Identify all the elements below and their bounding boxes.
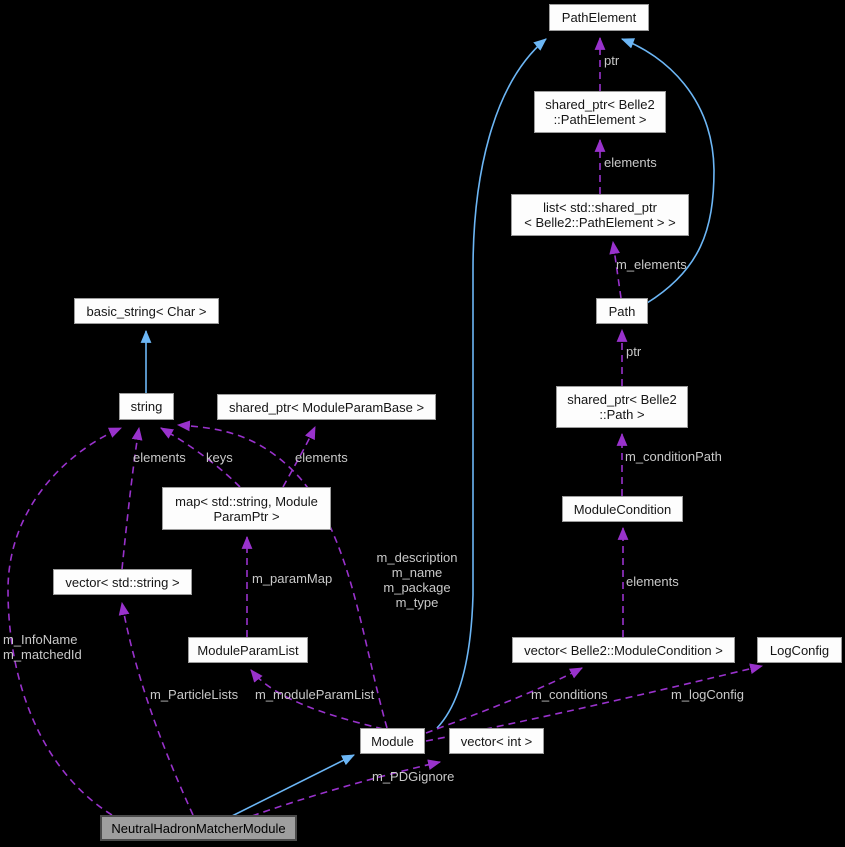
- edge-matcher-m-pdgignore: [251, 759, 442, 817]
- edge-label-matcher-strings: m_InfoName m_matchedId: [3, 632, 82, 662]
- edge-label-ptr-top: ptr: [604, 53, 620, 68]
- node-list-shared-ptr-pathelement[interactable]: list< std::shared_ptr < Belle2::PathElem…: [511, 194, 689, 236]
- node-vector-string[interactable]: vector< std::string >: [53, 569, 192, 595]
- edge-label-m-elements: m_elements: [616, 257, 687, 272]
- edge-matcher-m-infoname: [7, 427, 122, 816]
- node-pathelement[interactable]: PathElement: [549, 4, 649, 31]
- edge-label-m-logconfig: m_logConfig: [671, 687, 744, 702]
- edge-matcher-m-particlelists: [118, 601, 194, 816]
- edge-label-module-strings: m_description m_name m_package m_type: [376, 550, 458, 610]
- edge-map-elements: [282, 426, 316, 488]
- edge-module-m-moduleparamlist: [250, 669, 384, 730]
- node-shared-ptr-path[interactable]: shared_ptr< Belle2 ::Path >: [556, 386, 688, 428]
- edge-label-m-particlelists: m_ParticleLists: [150, 687, 239, 702]
- node-map-moduleparamptr[interactable]: map< std::string, Module ParamPtr >: [162, 487, 331, 530]
- edge-path-inherits-pathelement: [620, 38, 715, 304]
- edge-label-elements-pathelement: elements: [604, 155, 657, 170]
- node-logconfig[interactable]: LogConfig: [757, 637, 842, 663]
- node-vector-int[interactable]: vector< int >: [449, 728, 544, 754]
- node-neutralhadronmatchermodule[interactable]: NeutralHadronMatcherModule: [100, 815, 297, 841]
- edge-label-elements-condition: elements: [626, 574, 679, 589]
- edge-label-m-pdgignore: m_PDGignore: [372, 769, 455, 784]
- node-vector-modulecondition[interactable]: vector< Belle2::ModuleCondition >: [512, 637, 735, 663]
- edge-label-m-moduleparamlist: m_moduleParamList: [255, 687, 375, 702]
- edge-label-ptr-path: ptr: [626, 344, 642, 359]
- node-path[interactable]: Path: [596, 298, 648, 324]
- edge-label-keys: keys: [206, 450, 233, 465]
- edge-matcher-inherits-module: [231, 754, 355, 817]
- edge-label-elements-parambase: elements: [295, 450, 348, 465]
- edge-label-elements-vectorstring: elements: [133, 450, 186, 465]
- node-shared-ptr-moduleparambase[interactable]: shared_ptr< ModuleParamBase >: [217, 394, 436, 420]
- node-moduleparamlist[interactable]: ModuleParamList: [188, 637, 308, 663]
- node-module[interactable]: Module: [360, 728, 425, 754]
- edge-path-m-elements: [609, 240, 622, 299]
- edge-map-keys: [160, 427, 241, 488]
- edge-label-m-parammap: m_paramMap: [252, 571, 333, 586]
- edge-vectorstring-elements: [121, 426, 143, 570]
- edge-label-m-conditionpath: m_conditionPath: [625, 449, 722, 464]
- edge-module-inherits-pathelement: [436, 38, 547, 729]
- node-modulecondition[interactable]: ModuleCondition: [562, 496, 683, 522]
- node-basic-string[interactable]: basic_string< Char >: [74, 298, 219, 324]
- edge-module-m-conditions: [425, 667, 583, 734]
- node-string[interactable]: string: [119, 393, 174, 420]
- edge-label-m-conditions: m_conditions: [531, 687, 608, 702]
- node-shared-ptr-pathelement[interactable]: shared_ptr< Belle2 ::PathElement >: [534, 91, 666, 133]
